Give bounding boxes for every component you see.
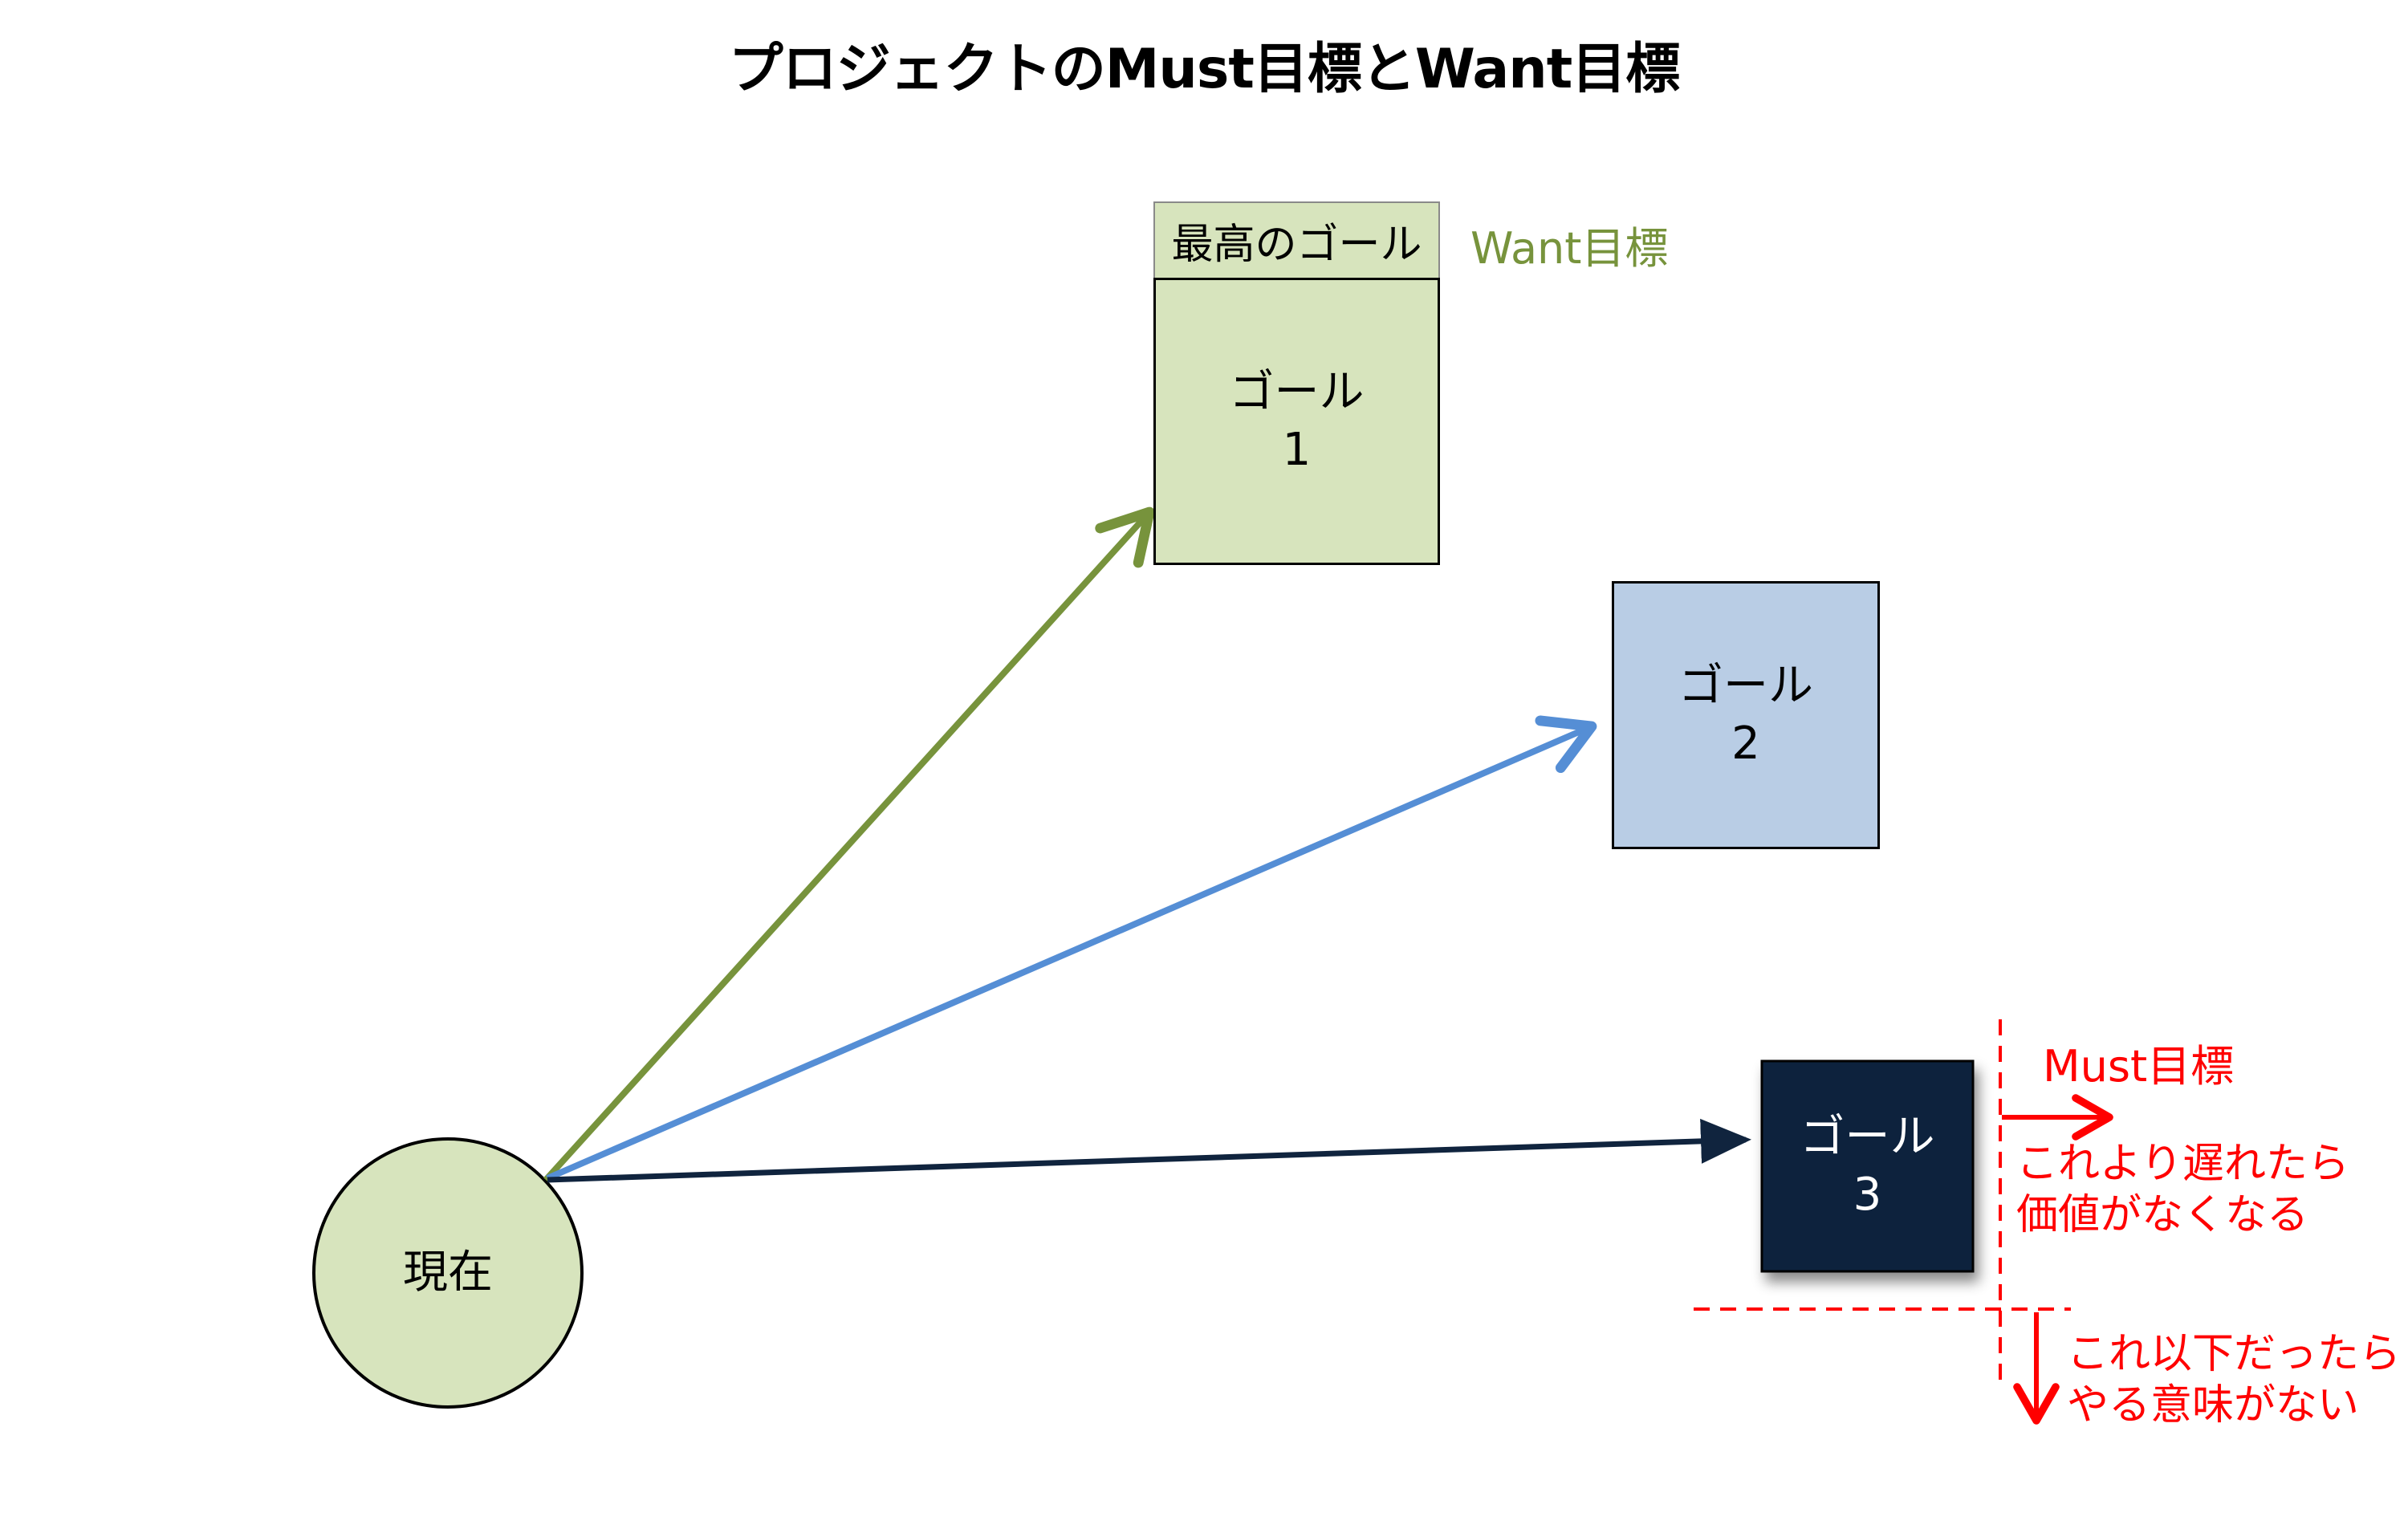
best-goal-tag: 最高のゴール [1153, 201, 1440, 279]
goal-3-box-shape [1760, 1059, 1975, 1273]
goal-3-box: ゴール 3 [1762, 1061, 1973, 1271]
goal-1-number: 1 [1282, 424, 1312, 476]
current-state-circle [312, 1137, 584, 1409]
must-deadline-note: これより遅れたら 価値がなくなる [2016, 1138, 2349, 1241]
current-state-label: 現在 [314, 1139, 582, 1407]
goal-2-label: ゴール [1678, 660, 1813, 712]
arrow-to-goal-3 [547, 1118, 1751, 1183]
minimum-note-line-1: これ以下だったら [2067, 1330, 2402, 1378]
goal-1-label: ゴール [1229, 366, 1365, 418]
must-deadline-note-line-1: これより遅れたら [2016, 1140, 2349, 1188]
arrow-to-goal-1 [543, 506, 1155, 1182]
goal-2-box: ゴール 2 [1612, 581, 1880, 849]
current-state-text: 現在 [403, 1246, 493, 1299]
arrow-to-goal-2 [546, 715, 1597, 1181]
goal-3-label: ゴール [1800, 1111, 1935, 1163]
must-goal-label: Must目標 [2043, 1041, 2235, 1092]
goal-2-number: 2 [1731, 718, 1760, 770]
goal-3-number: 3 [1853, 1169, 1882, 1221]
minimum-note-line-2: やる意味がない [2067, 1381, 2360, 1429]
goal-1-box: ゴール 1 [1153, 278, 1440, 565]
must-deadline-note-line-2: 価値がなくなる [2016, 1191, 2309, 1239]
best-goal-tag-text: 最高のゴール [1171, 221, 1422, 269]
minimum-note: これ以下だったら やる意味がない [2067, 1328, 2401, 1431]
want-goal-label: Want目標 [1470, 223, 1669, 274]
page-title: プロジェクトのMust目標とWant目標 [728, 38, 1680, 101]
